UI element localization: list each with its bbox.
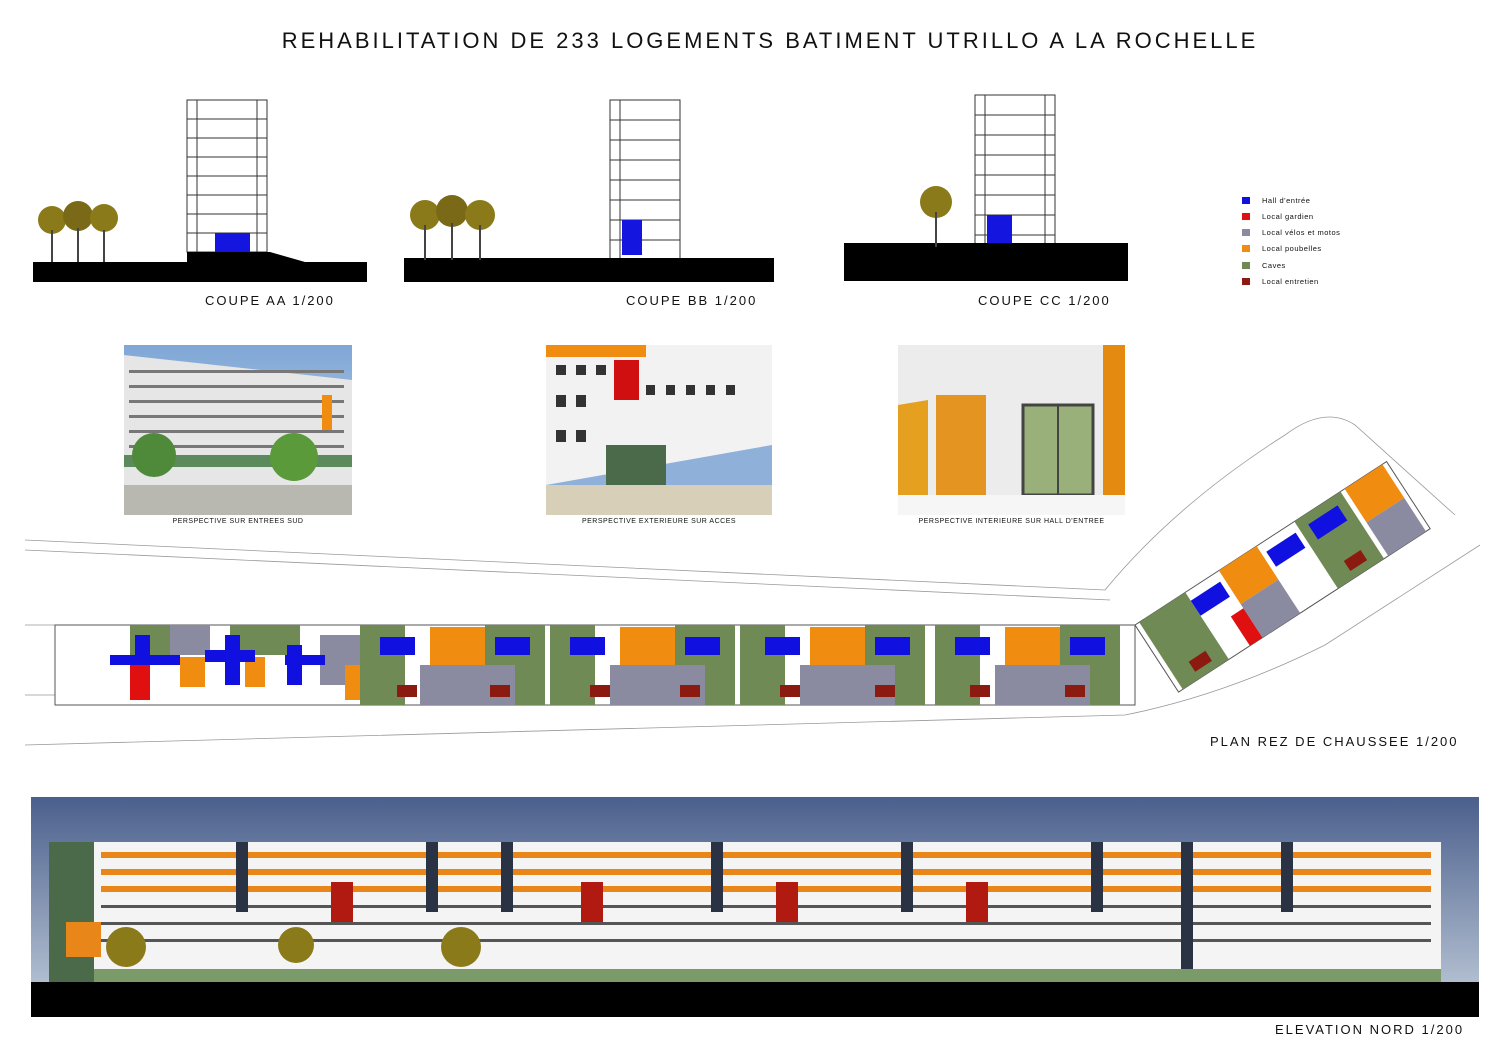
section-aa-drawing bbox=[33, 99, 367, 282]
legend-swatch bbox=[1242, 262, 1250, 269]
legend-item-caves: Caves bbox=[1242, 261, 1286, 270]
legend-label: Local entretien bbox=[1262, 277, 1319, 286]
legend-swatch bbox=[1242, 197, 1250, 204]
section-cc-drawing bbox=[844, 94, 1128, 281]
section-cc-caption: COUPE CC 1/200 bbox=[978, 293, 1111, 308]
legend-item-velos: Local vélos et motos bbox=[1242, 228, 1340, 237]
legend-item-gardien: Local gardien bbox=[1242, 212, 1314, 221]
perspective-access-caption: PERSPECTIVE EXTERIEURE SUR ACCES bbox=[581, 518, 737, 525]
legend-swatch bbox=[1242, 229, 1250, 236]
legend-label: Local gardien bbox=[1262, 212, 1314, 221]
north-elevation-drawing bbox=[31, 797, 1479, 1017]
ground-floor-plan bbox=[25, 416, 1480, 746]
legend-item-hall: Hall d'entrée bbox=[1242, 196, 1310, 205]
legend-swatch bbox=[1242, 278, 1250, 285]
legend-label: Local poubelles bbox=[1262, 244, 1322, 253]
perspective-hall-image bbox=[898, 345, 1125, 515]
perspective-south-caption: PERSPECTIVE SUR ENTREES SUD bbox=[172, 518, 304, 525]
section-bb-caption: COUPE BB 1/200 bbox=[626, 293, 758, 308]
legend-swatch bbox=[1242, 213, 1250, 220]
elevation-caption: ELEVATION NORD 1/200 bbox=[1275, 1022, 1465, 1037]
section-aa-caption: COUPE AA 1/200 bbox=[205, 293, 335, 308]
plan-caption: PLAN REZ DE CHAUSSEE 1/200 bbox=[1210, 734, 1459, 749]
page-title: REHABILITATION DE 233 LOGEMENTS BATIMENT… bbox=[281, 28, 1259, 53]
legend-item-poubelles: Local poubelles bbox=[1242, 244, 1322, 253]
perspective-south-image bbox=[124, 345, 352, 515]
perspective-access-image bbox=[546, 345, 772, 515]
legend-label: Caves bbox=[1262, 261, 1286, 270]
legend-label: Hall d'entrée bbox=[1262, 196, 1311, 205]
legend-item-entretien: Local entretien bbox=[1242, 277, 1319, 286]
section-bb-drawing bbox=[404, 99, 774, 282]
perspective-hall-caption: PERSPECTIVE INTERIEURE SUR HALL D'ENTREE bbox=[918, 518, 1105, 525]
legend-label: Local vélos et motos bbox=[1262, 228, 1341, 237]
legend-swatch bbox=[1242, 245, 1250, 252]
